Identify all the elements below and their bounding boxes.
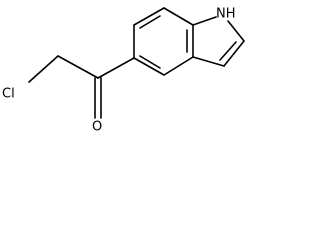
- bond-c3-c3a: [192, 56, 225, 67]
- bond-double-inner-c2-c3: [219, 41, 237, 61]
- bond-c7-c7a: [163, 7, 194, 26]
- bond-c4-c5: [133, 57, 165, 76]
- bond-ch2-cl: [28, 55, 59, 83]
- chemical-structure-diagram: NH O Cl: [2, 7, 245, 135]
- bond-c6-c7: [133, 7, 165, 26]
- bond-carbonyl-ch2: [57, 55, 99, 79]
- bond-double-inner-c6-c7: [139, 15, 161, 29]
- atom-label-chlorine: Cl: [2, 87, 15, 102]
- bond-c5-carbonyl: [97, 57, 135, 79]
- bond-n1-c2: [227, 20, 245, 42]
- bond-c3a-c4: [163, 56, 194, 76]
- bond-c7a-n1: [192, 16, 217, 26]
- bond-double-inner-c4-c5: [139, 55, 161, 69]
- atom-label-nitrogen: NH: [216, 7, 236, 22]
- bond-c2-c3: [223, 40, 245, 67]
- atom-label-oxygen: O: [92, 120, 102, 135]
